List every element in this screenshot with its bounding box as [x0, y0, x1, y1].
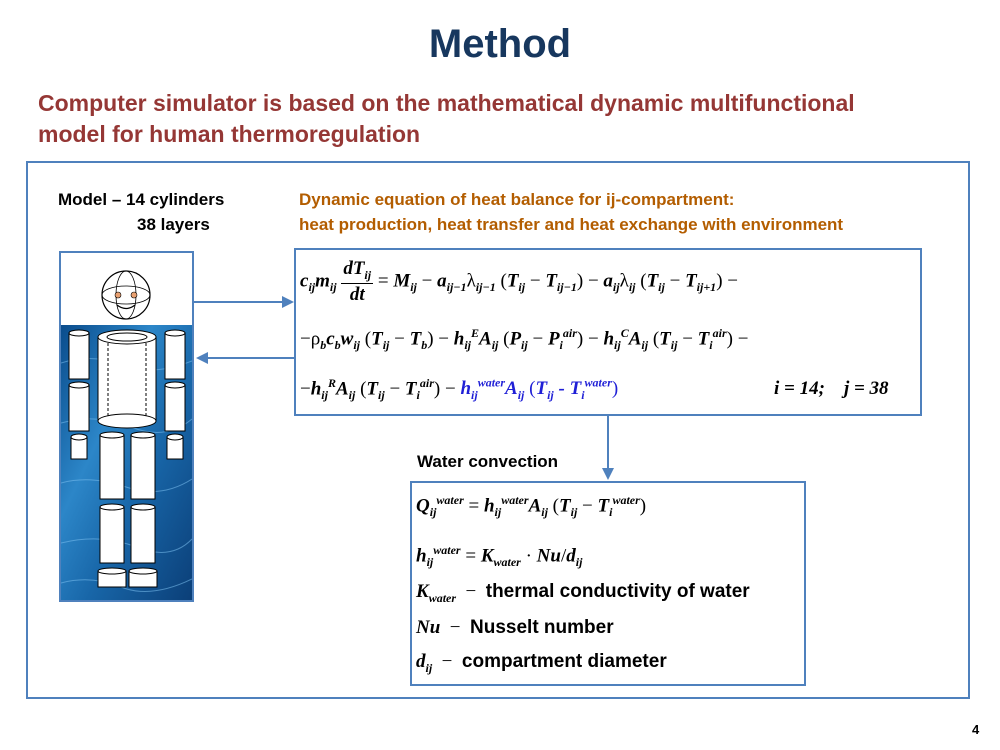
equation-line-2: −ρbcbwij (Tij − Tb) − hijEAij (Pij − Pia… — [300, 326, 749, 353]
content-frame — [26, 161, 970, 699]
diameter-definition: dij − compartment diameter — [416, 651, 667, 675]
page-number: 4 — [972, 722, 980, 737]
slide-title: Method — [428, 22, 572, 66]
water-convection-title: Water convection — [417, 452, 559, 471]
subtitle-line-1: Computer simulator is based on the mathe… — [38, 90, 855, 116]
heat-transfer-coefficient-equation: hijwater = Kwater · Nu/dij — [416, 543, 583, 570]
model-label-line-2: 38 layers — [137, 215, 210, 234]
down-arrow-icon — [602, 416, 614, 480]
index-j: j = 38 — [843, 378, 889, 399]
trunk-cylinder-icon — [97, 329, 157, 429]
water-convection-box: Qijwater = hijwaterAij (Tij − Tiwater) h… — [410, 481, 806, 686]
equation-heading-line-2: heat production, heat transfer and heat … — [299, 215, 844, 234]
cylinder-model-illustration — [61, 253, 192, 600]
human-cylinder-model-figure — [59, 251, 194, 602]
equation-line-3: −hijRAij (Tij − Tiair) − hijwaterAij (Ti… — [300, 376, 619, 403]
water-convection-term: hijwaterAij (Tij - Tiwater) — [460, 376, 619, 403]
nusselt-definition: Nu − Nusselt number — [416, 617, 614, 638]
leg-cylinders-icon — [97, 431, 158, 588]
index-i: i = 14; — [774, 378, 825, 399]
equation-heading-line-1: Dynamic equation of heat balance for ij-… — [299, 190, 735, 209]
slide-subtitle: Computer simulator is based on the mathe… — [38, 88, 938, 150]
subtitle-line-2: model for human thermoregulation — [38, 121, 421, 147]
water-heat-flux-equation: Qijwater = hijwaterAij (Tij − Tiwater) — [416, 493, 647, 520]
equation-indices: i = 14; j = 38 — [774, 378, 889, 400]
head-sphere-icon — [101, 270, 151, 320]
arm-cylinders-icon — [68, 329, 186, 460]
model-label-line-1: Model – 14 cylinders — [58, 190, 225, 209]
connector-arrows — [194, 296, 294, 364]
k-water-definition: Kwater − thermal conductivity of water — [416, 581, 750, 605]
